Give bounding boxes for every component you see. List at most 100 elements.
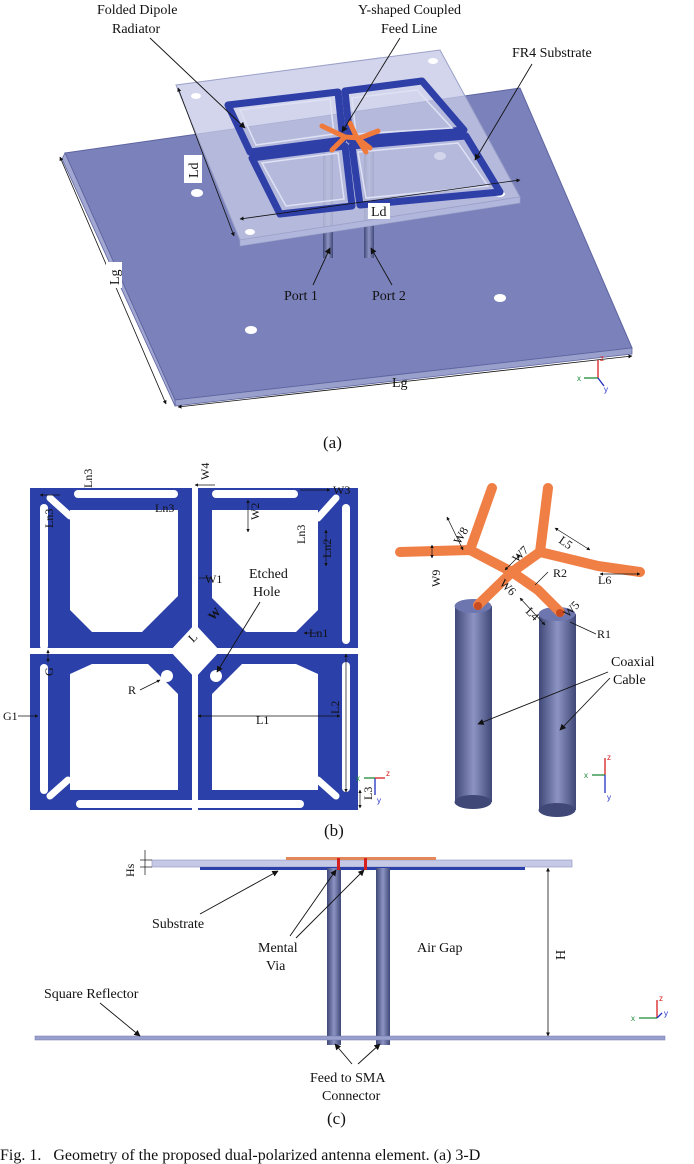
label-via-l2: Via — [266, 959, 286, 974]
dim-l1: L1 — [256, 713, 269, 727]
metal-via-2 — [364, 858, 367, 870]
label-coax-l2: Cable — [613, 673, 646, 688]
quadrant-cutouts — [70, 510, 318, 790]
coax-1-bottom — [454, 795, 492, 809]
svg-text:y: y — [607, 793, 611, 802]
dim-ln2: Ln2 — [320, 539, 334, 558]
label-feed-sma-l1: Feed to SMA — [310, 1071, 386, 1086]
axis-triad-a: z x y — [577, 354, 608, 394]
arrow-coax-2 — [559, 677, 611, 731]
arrow-c-substrate — [199, 870, 279, 915]
dim-ld-bottom-line — [239, 178, 521, 221]
side-radiator-bottom — [200, 867, 525, 870]
arrow-port-1 — [312, 247, 331, 286]
label-folded-dipole-l2: Radiator — [112, 22, 161, 37]
arrow-substrate — [474, 63, 533, 161]
svg-text:z: z — [659, 994, 663, 1003]
dim-ln1: Ln1 — [309, 626, 328, 640]
substrate-hole — [191, 93, 201, 99]
substrate-hole — [428, 58, 438, 64]
svg-text:y: y — [664, 1009, 668, 1018]
metal-via-1 — [337, 858, 340, 870]
dim-ld-bottom: Ld — [371, 205, 387, 220]
axis-triad-b-right: z x y — [584, 753, 611, 802]
arrow-reflector — [99, 1002, 141, 1037]
caption-c: (c) — [327, 1109, 346, 1128]
arrow-coax-1 — [477, 671, 609, 725]
label-fr4-substrate: FR4 Substrate — [512, 46, 592, 61]
dim-ln3-top: Ln3 — [81, 469, 95, 488]
label-folded-dipole-l1: Folded Dipole — [97, 3, 178, 18]
etched-hole-left — [161, 670, 173, 682]
arrow-feed-sma-2 — [357, 1043, 381, 1065]
ground-hole — [494, 294, 506, 302]
axis-triad-c: z x y — [631, 994, 668, 1023]
label-via-l1: Mental — [258, 941, 298, 956]
label-square-reflector: Square Reflector — [44, 987, 139, 1002]
ground-hole — [191, 189, 203, 197]
dim-ld-left-line — [177, 87, 235, 237]
dim-ln3-left: Ln3 — [42, 509, 56, 528]
dim-g: G — [42, 667, 56, 676]
side-cable-1 — [327, 868, 341, 1045]
substrate-hole — [245, 229, 255, 235]
side-substrate — [151, 859, 573, 868]
svg-text:y: y — [377, 796, 381, 805]
arrow-via-2 — [295, 869, 365, 939]
y-feed-arms — [395, 483, 645, 617]
dim-w4: W4 — [198, 463, 212, 480]
svg-text:z: z — [386, 769, 390, 778]
feed-via-2 — [556, 609, 564, 617]
dim-r1: R1 — [597, 627, 611, 641]
svg-text:y: y — [604, 385, 608, 394]
dim-l5: L5 — [556, 533, 575, 552]
dim-lg-left: Lg — [108, 269, 123, 285]
svg-text:x: x — [577, 374, 581, 383]
label-feed-l1: Y-shaped Coupled — [358, 3, 461, 18]
label-feed-sma-l2: Connector — [322, 1089, 381, 1104]
arrow-etched-hole — [216, 601, 261, 673]
arrow-port-2 — [370, 247, 393, 286]
dim-ld-left: Ld — [187, 162, 202, 178]
svg-text:x: x — [631, 1014, 635, 1023]
corner-slots — [46, 494, 340, 800]
feed-via-1 — [474, 602, 482, 610]
caption-b: (b) — [324, 821, 344, 840]
square-reflector — [34, 1035, 666, 1041]
dim-w9: W9 — [429, 570, 443, 587]
side-copper-top — [286, 857, 436, 860]
side-cable-2 — [376, 868, 390, 1045]
dim-w1: W1 — [205, 572, 222, 586]
panel-b-top-view: Ln3 W4 W3 Ln3 Ln3 W2 Ln3 Ln2 W1 Ln1 W L … — [3, 463, 390, 810]
panel-a: Ld Ld Lg Lg Folded Dipole Radiator Y-sha… — [59, 3, 633, 452]
dim-w3: W3 — [333, 483, 350, 497]
arrow-via-1 — [289, 869, 337, 937]
label-port-2: Port 2 — [372, 289, 406, 304]
caption-a: (a) — [323, 433, 342, 452]
coaxial-cable-2 — [539, 614, 576, 810]
label-air-gap: Air Gap — [417, 941, 463, 956]
figure-caption: Fig. 1. Geometry of the proposed dual-po… — [0, 1147, 480, 1164]
label-coax-l1: Coaxial — [611, 655, 655, 670]
center-diamond — [170, 624, 220, 678]
coaxial-cable-1 — [455, 606, 492, 802]
dim-ln3-mid: Ln3 — [155, 501, 174, 515]
label-c-substrate: Substrate — [152, 917, 204, 932]
etched-hole-right — [210, 670, 222, 682]
ground-hole — [245, 326, 257, 334]
svg-text:z: z — [600, 354, 604, 363]
dim-lg-bottom-line — [177, 354, 633, 409]
svg-text:x: x — [584, 771, 588, 780]
dim-h: H — [554, 950, 569, 960]
label-port-1: Port 1 — [284, 289, 318, 304]
panel-c: Hs H Substrate Mental Via Air Gap Square… — [34, 850, 668, 1128]
dim-ln3-right: Ln3 — [294, 525, 308, 544]
outer-slots — [40, 490, 350, 808]
arrow-feed-sma-1 — [334, 1043, 353, 1065]
arrow-feed — [341, 37, 401, 133]
svg-text:z: z — [607, 753, 611, 762]
dimension-lines-feed — [430, 516, 641, 635]
dim-lg-bottom: Lg — [392, 376, 408, 391]
dimension-lines-b — [18, 483, 362, 809]
